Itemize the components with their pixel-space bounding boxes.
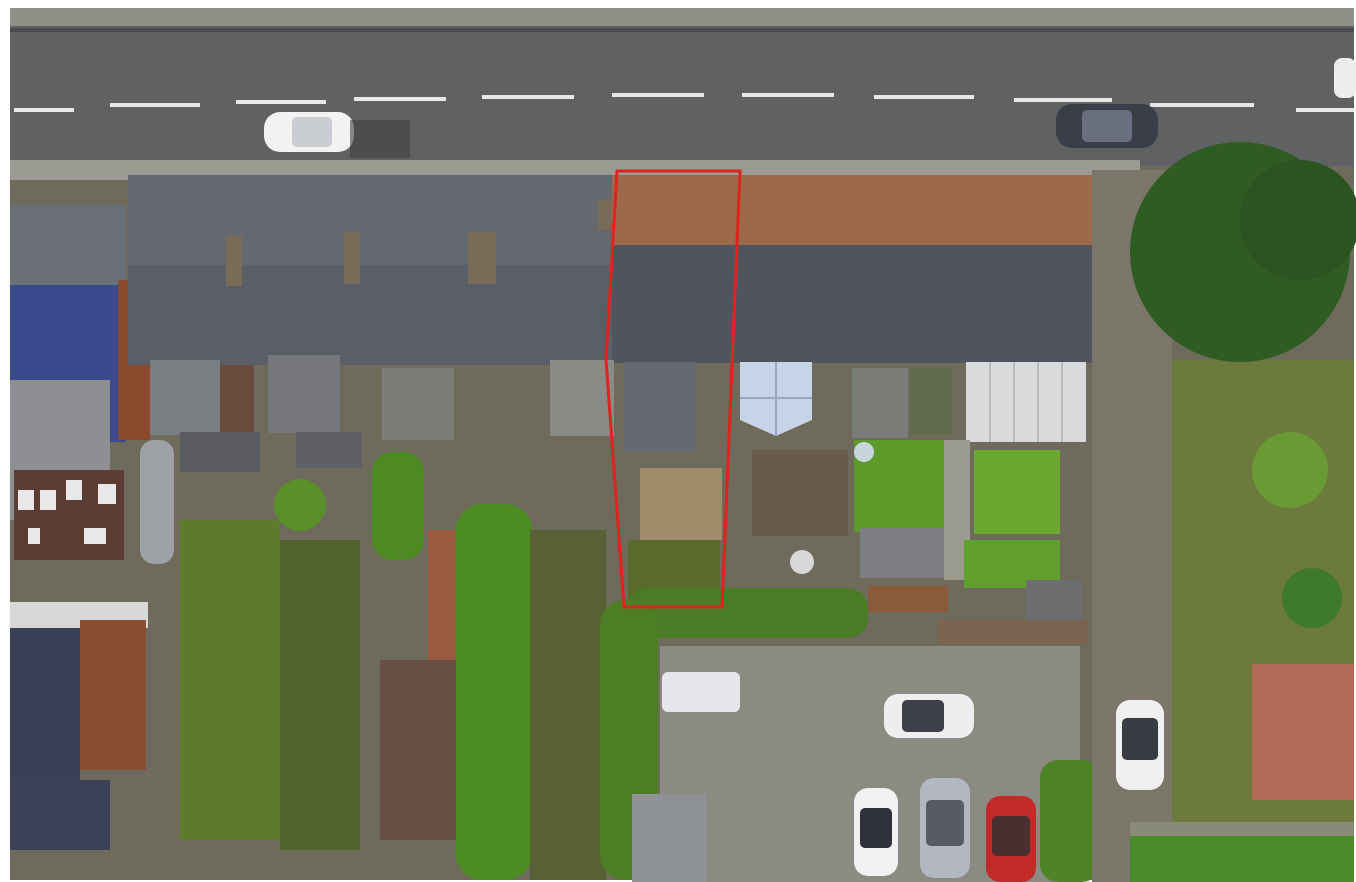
car-white-road-edge [1334,58,1356,98]
extension-7 [852,368,908,438]
shed [1026,580,1082,626]
garden-hedge-bottom [1040,760,1100,882]
flower-bed [868,586,948,612]
bottom-left-roof-2 [10,780,110,850]
right-shed [1252,664,1354,800]
rear-wall [938,620,1088,644]
extension-4 [382,368,454,440]
property-boundary-outline [604,169,742,609]
extension-5 [550,360,614,436]
hedge-2 [456,504,532,880]
hedge-row [628,588,868,638]
oil-tank [140,440,174,564]
extension-2 [220,365,254,435]
terrace-roof-left-top [128,175,612,265]
rotary-dryer [854,442,874,462]
shrub-right-2 [1282,568,1342,628]
garden-left-2 [280,540,360,850]
outbuilding-left-2 [296,432,362,468]
right-fence [1130,822,1354,836]
bottom-left-roof [10,612,80,792]
extension-6 [624,362,696,452]
lawn-2 [974,450,1060,534]
right-lawn-bottom [1130,836,1354,882]
garden-left-lawn [180,520,280,840]
tree-large-2 [1240,160,1356,280]
extension-3 [268,355,340,433]
road-centre-markings [14,93,1354,112]
road-edge [10,28,1354,32]
lean-to-ribs [989,362,1063,442]
garden-patio-right [752,450,848,536]
car-white-park [884,694,974,738]
house-left-windows [18,480,116,544]
garden-middle [530,530,606,880]
car-red-park [986,796,1036,882]
car-white-lane [1116,700,1164,790]
garden-highlighted-patio [640,468,722,540]
bottom-left-brick [80,620,146,770]
extension-8 [910,368,952,434]
car-shadow [350,120,410,158]
car-dark-road [1056,104,1158,148]
outbuilding-bottom [632,794,706,882]
patio-grey [860,528,944,578]
patio-path [380,660,456,840]
car-white-road [264,112,354,152]
extension-1 [150,360,220,435]
hedge-1 [372,452,424,560]
top-verge [10,8,1354,30]
garden-table [790,550,814,574]
house-left-grey-roof [10,205,126,285]
terrace-roof-right [612,245,1112,363]
car-white-park-2 [854,788,898,876]
car-silver-park [920,778,970,878]
outbuilding-left [180,432,260,472]
shrub-right-1 [1252,432,1328,508]
shrub-1 [274,479,326,531]
lean-to-roof [966,362,1086,442]
trailer [662,672,740,712]
terrace-roof-tiles [612,175,1104,247]
